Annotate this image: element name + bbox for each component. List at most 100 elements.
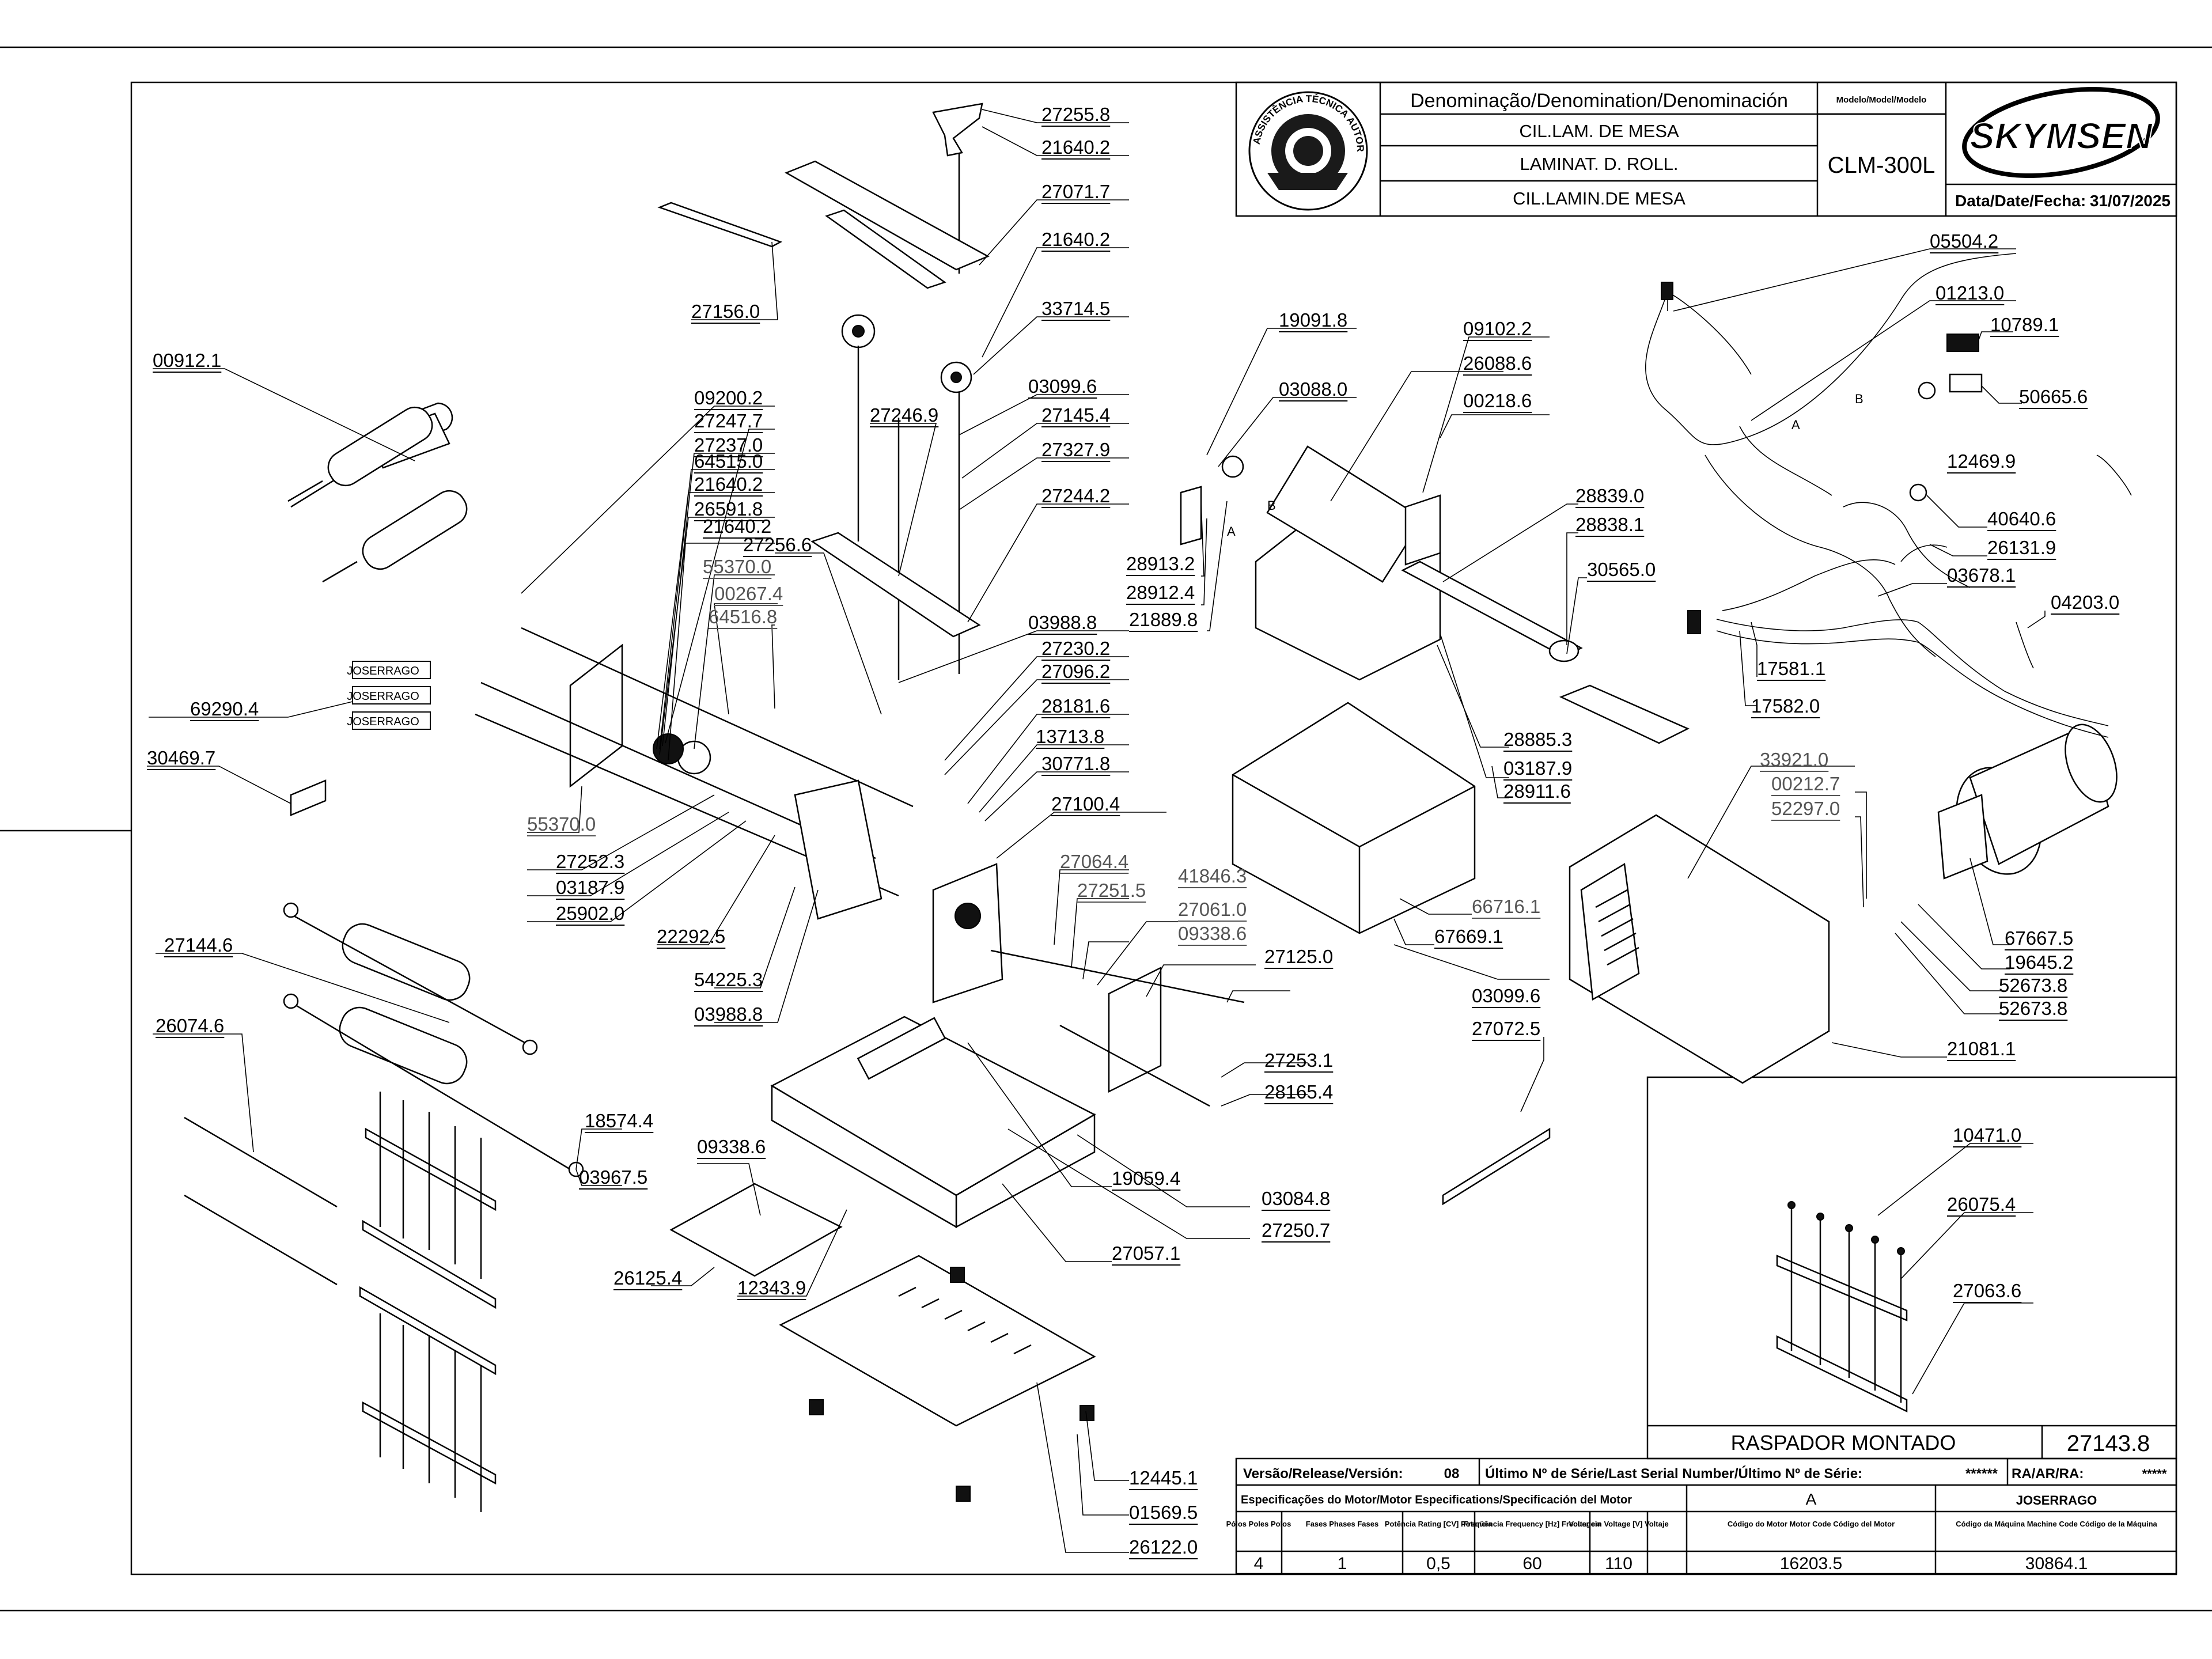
part-label: 09338.6 — [1178, 923, 1247, 944]
part-label: 21081.1 — [1947, 1038, 2016, 1059]
part-label: 00912.1 — [153, 350, 221, 371]
part-label: 01213.0 — [1936, 282, 2004, 304]
part-label: 27063.6 — [1953, 1280, 2021, 1301]
drawing-frame — [130, 81, 2177, 1575]
part-label: 03678.1 — [1947, 565, 2016, 586]
stamp-text: ASSISTÊNCIA TÉCNICA AUTORIZADA — [0, 0, 1366, 152]
motor-panel-vents — [1595, 889, 1639, 966]
vent-cover — [1559, 684, 1690, 744]
left-bearing-housing — [794, 779, 882, 920]
poles-value: 4 — [1254, 1554, 1264, 1573]
scraper-assembly-left — [184, 1092, 497, 1512]
part-label: 27072.5 — [1472, 1018, 1540, 1039]
machine-code-label: Código da Máquina Machine Code Código de… — [1956, 1520, 2157, 1528]
part-label: 19059.4 — [1112, 1168, 1180, 1189]
part-shapes: JOSERRAGO JOSERRAGO JOSERRAGO — [184, 103, 2132, 1512]
power-label: Potência Rating [CV] Potencia — [1385, 1520, 1493, 1528]
wire-mark-a: A — [1791, 418, 1800, 432]
part-label: 03099.6 — [1472, 985, 1540, 1006]
inset-title: RASPADOR MONTADO — [1731, 1431, 1956, 1455]
part-label: 21889.8 — [1129, 609, 1198, 630]
drip-tray — [669, 1183, 843, 1277]
long-scraper-strip — [1442, 1127, 1551, 1206]
part-label: 33921.0 — [1760, 749, 1828, 770]
leader-lines — [147, 109, 2046, 1553]
bottom-plate-vents — [898, 1286, 1032, 1355]
part-label: 55370.0 — [527, 813, 596, 835]
phases-label: Fases Phases Fases — [1306, 1520, 1378, 1528]
handwheel-knob — [932, 103, 983, 157]
part-label: 30565.0 — [1587, 559, 1656, 580]
part-label: 27250.7 — [1262, 1219, 1330, 1241]
part-label: 50665.6 — [2019, 386, 2088, 407]
part-label: 27327.9 — [1041, 439, 1110, 460]
brand-name: SKYMSEN — [1970, 115, 2153, 157]
skymsen-brand-logo: SKYMSEN — [1962, 87, 2160, 178]
part-label: 28839.0 — [1575, 485, 1644, 506]
assembled-scraper-drawing — [1776, 1201, 1908, 1413]
part-label: 03088.0 — [1279, 378, 1347, 400]
part-label: 67669.1 — [1434, 926, 1503, 947]
part-label: 33714.5 — [1041, 298, 1110, 319]
denomination-label: Denominação/Denomination/Denominación — [1410, 90, 1788, 112]
part-label: 19645.2 — [2005, 952, 2073, 973]
part-label: 03988.8 — [1028, 612, 1097, 633]
part-label: 05504.2 — [1930, 230, 1998, 252]
version-label: Versão/Release/Versión: — [1243, 1466, 1403, 1482]
part-label: 22292.5 — [657, 926, 725, 947]
scraper-strip — [657, 202, 783, 248]
part-label: 12343.9 — [737, 1277, 806, 1298]
left-side-cover — [569, 643, 623, 788]
part-label: 10471.0 — [1953, 1124, 2021, 1146]
decal-text: JOSERRAGO — [347, 690, 419, 703]
part-label: 41846.3 — [1178, 865, 1247, 887]
part-label: 12469.9 — [1947, 450, 2016, 472]
part-label: 09200.2 — [694, 387, 763, 408]
part-label: 27145.4 — [1041, 404, 1110, 426]
right-side-cover — [1108, 966, 1162, 1093]
col-j-header: JOSERRAGO — [2016, 1493, 2097, 1508]
part-label: 27252.3 — [556, 851, 624, 872]
part-label: 28838.1 — [1575, 514, 1644, 535]
part-label: 00267.4 — [714, 583, 783, 604]
top-guard — [785, 160, 990, 271]
part-label: 54225.3 — [694, 969, 763, 990]
wire-mark-b: B — [1267, 498, 1276, 513]
part-label: 27071.7 — [1041, 181, 1110, 202]
part-label: 28165.4 — [1264, 1081, 1333, 1103]
part-label: 03099.6 — [1028, 376, 1097, 397]
part-label: 27251.5 — [1077, 880, 1146, 901]
part-number-labels: 27255.8 21640.2 27071.7 21640.2 33714.5 … — [147, 104, 2119, 1558]
decal-text: JOSERRAGO — [347, 665, 419, 677]
electric-motor — [1937, 724, 2118, 880]
part-label: 21640.2 — [694, 474, 763, 495]
ra-value: ***** — [2142, 1467, 2167, 1481]
part-label: 17581.1 — [1757, 658, 1825, 679]
part-label: 17582.0 — [1751, 695, 1820, 717]
part-label: 03084.8 — [1262, 1188, 1330, 1209]
model-label: Modelo/Model/Modelo — [1836, 95, 1927, 105]
part-label: 64516.8 — [709, 606, 777, 627]
part-label: 21640.2 — [1041, 229, 1110, 250]
part-label: 19091.8 — [1279, 309, 1347, 331]
part-label: 69290.4 — [190, 698, 259, 719]
part-label: 40640.6 — [1987, 508, 2056, 529]
inset-code: 27143.8 — [2067, 1431, 2150, 1456]
part-label: 30771.8 — [1041, 753, 1110, 774]
part-label: 27064.4 — [1060, 851, 1128, 872]
part-label: 01569.5 — [1129, 1502, 1198, 1523]
part-label: 27246.9 — [870, 404, 938, 426]
svg-text:ASSISTÊNCIA TÉCNICA AUTORIZADA: ASSISTÊNCIA TÉCNICA AUTORIZADA — [0, 0, 1366, 152]
part-label: 27061.0 — [1178, 899, 1247, 920]
model-number: CLM-300L — [1828, 153, 1936, 178]
part-label: 03187.9 — [556, 877, 624, 898]
top-rollers — [287, 402, 468, 583]
wiring-harness — [1645, 253, 2132, 738]
motor-spec-label: Especificações do Motor/Motor Especifica… — [1241, 1494, 1632, 1506]
part-label: 27256.6 — [743, 534, 812, 555]
poles-label: Pólos Poles Polos — [1226, 1520, 1291, 1528]
part-label: 10789.1 — [1990, 314, 2059, 335]
name-pt: CIL.LAM. DE MESA — [1519, 121, 1679, 141]
part-label: 26131.9 — [1987, 537, 2056, 558]
